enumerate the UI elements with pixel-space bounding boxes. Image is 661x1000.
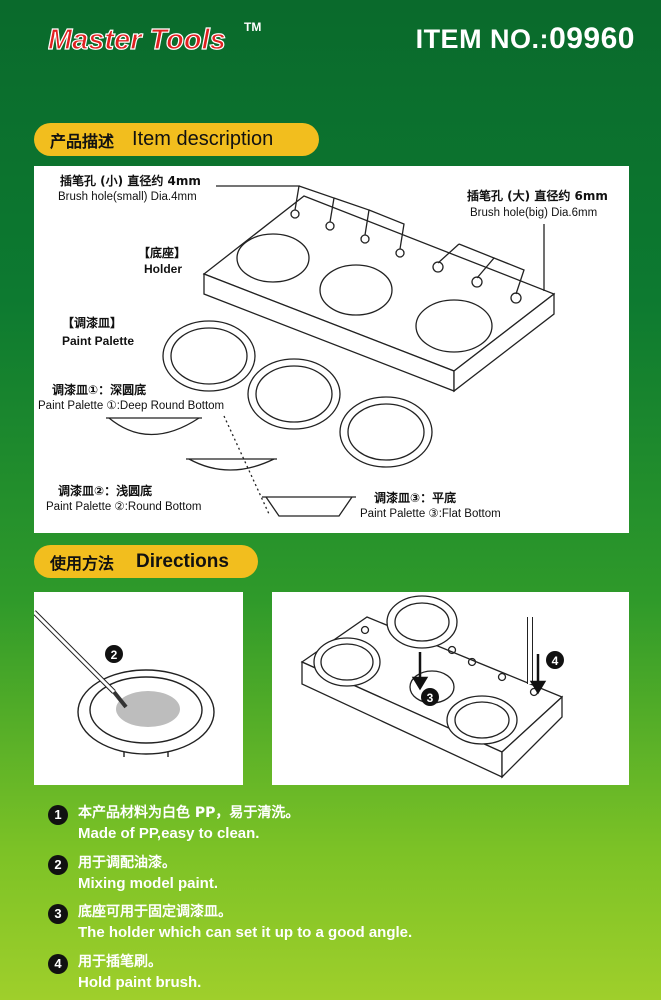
direction-text-zh: 本产品材料为白色 PP，易于清洗。	[78, 805, 300, 821]
holder-hole-1	[236, 233, 310, 283]
brush-big-label-en: Brush hole(big) Dia.6mm	[470, 207, 598, 219]
direction-text-en: Made of PP,easy to clean.	[78, 825, 260, 842]
directions-list: 1 本产品材料为白色 PP，易于清洗。 Made of PP,easy to c…	[48, 800, 648, 998]
mixing-illustration: 2	[32, 610, 215, 757]
master-tools-logo: Master Tools TM	[47, 20, 261, 57]
product-diagram	[106, 185, 556, 517]
palette-3-profile	[265, 496, 353, 517]
svg-text:3: 3	[427, 691, 434, 705]
logo-text: Master Tools	[48, 24, 226, 56]
directions-header: 使用方法 Directions	[34, 545, 258, 578]
svg-text:4: 4	[552, 654, 559, 668]
trademark-mark: TM	[244, 20, 261, 34]
direction-item-1: 1 本产品材料为白色 PP，易于清洗。 Made of PP,easy to c…	[48, 800, 648, 850]
step-4-callout: 4	[546, 651, 564, 669]
holder-label-en: Holder	[144, 262, 183, 276]
holder-label-zh: 【底座】	[138, 246, 187, 260]
palette-2-label-zh: 调漆皿②：浅圆底	[58, 484, 153, 498]
palette-3-label-en: Paint Palette ③:Flat Bottom	[360, 508, 501, 520]
step-badge: 2	[48, 854, 68, 875]
directions-illustration-mixing: 2	[32, 592, 243, 785]
palette-1-top	[162, 320, 256, 392]
item-number-label: ITEM NO.:09960	[416, 22, 635, 56]
direction-text-en: Hold paint brush.	[78, 973, 202, 991]
section-title-en: Item description	[132, 128, 274, 150]
palette-3-top	[339, 396, 433, 468]
holder-hole-2	[319, 264, 393, 316]
item-description-header: 产品描述 Item description	[34, 123, 319, 156]
brand-logo: Master Tools TM	[47, 18, 278, 58]
item-no-prefix: ITEM NO.:	[415, 24, 550, 54]
svg-text:2: 2	[111, 648, 118, 662]
brush-hole	[432, 261, 444, 273]
palette-2-label-en: Paint Palette ②:Round Bottom	[46, 501, 202, 513]
palette-2-top	[247, 358, 341, 430]
direction-text-en: Mixing model paint.	[78, 874, 219, 892]
step-badge: 4	[48, 953, 68, 974]
step-badge: 1	[48, 805, 68, 825]
holder-illustration: 3 4	[300, 595, 564, 779]
item-description-panel: 插笔孔 (小) 直径约 4mm Brush hole(small) Dia.4m…	[34, 166, 629, 533]
palette-3-label-zh: 调漆皿③：平底	[374, 491, 457, 505]
palette-1-label-en: Paint Palette ①:Deep Round Bottom	[38, 400, 225, 412]
palette-label-zh: 【调漆皿】	[62, 316, 123, 330]
palette-2-profile	[188, 458, 275, 471]
item-no-value: 09960	[549, 22, 635, 55]
direction-item-4: 4 用于插笔刷。 Hold paint brush.	[48, 949, 648, 999]
brush-small-label-zh: 插笔孔 (小) 直径约 4mm	[60, 174, 201, 188]
palette-1-profile	[108, 417, 200, 436]
step-badge: 3	[48, 904, 68, 924]
brush-big-label-zh: 插笔孔 (大) 直径约 6mm	[467, 189, 608, 203]
step-3-callout: 3	[421, 688, 439, 706]
direction-text-zh: 底座可用于固定调漆皿。	[78, 904, 232, 920]
holder-hole-3	[415, 299, 493, 353]
section-title-en: Directions	[136, 550, 229, 572]
direction-text-zh: 用于调配油漆。	[78, 854, 176, 871]
holder-side	[453, 292, 555, 393]
step-2-callout: 2	[105, 645, 123, 663]
palette-1-label-zh: 调漆皿①：深圆底	[52, 383, 147, 397]
direction-item-2: 2 用于调配油漆。 Mixing model paint.	[48, 850, 648, 900]
directions-illustration-holder: 3 4	[272, 592, 629, 785]
section-title-zh: 使用方法	[50, 553, 115, 573]
palette-label-en: Paint Palette	[62, 334, 135, 348]
direction-text-en: The holder which can set it up to a good…	[78, 924, 413, 941]
direction-item-3: 3 底座可用于固定调漆皿。 The holder which can set i…	[48, 899, 648, 949]
section-title-zh: 产品描述	[50, 131, 115, 151]
brush-small-label-en: Brush hole(small) Dia.4mm	[58, 191, 197, 203]
direction-text-zh: 用于插笔刷。	[78, 953, 162, 970]
